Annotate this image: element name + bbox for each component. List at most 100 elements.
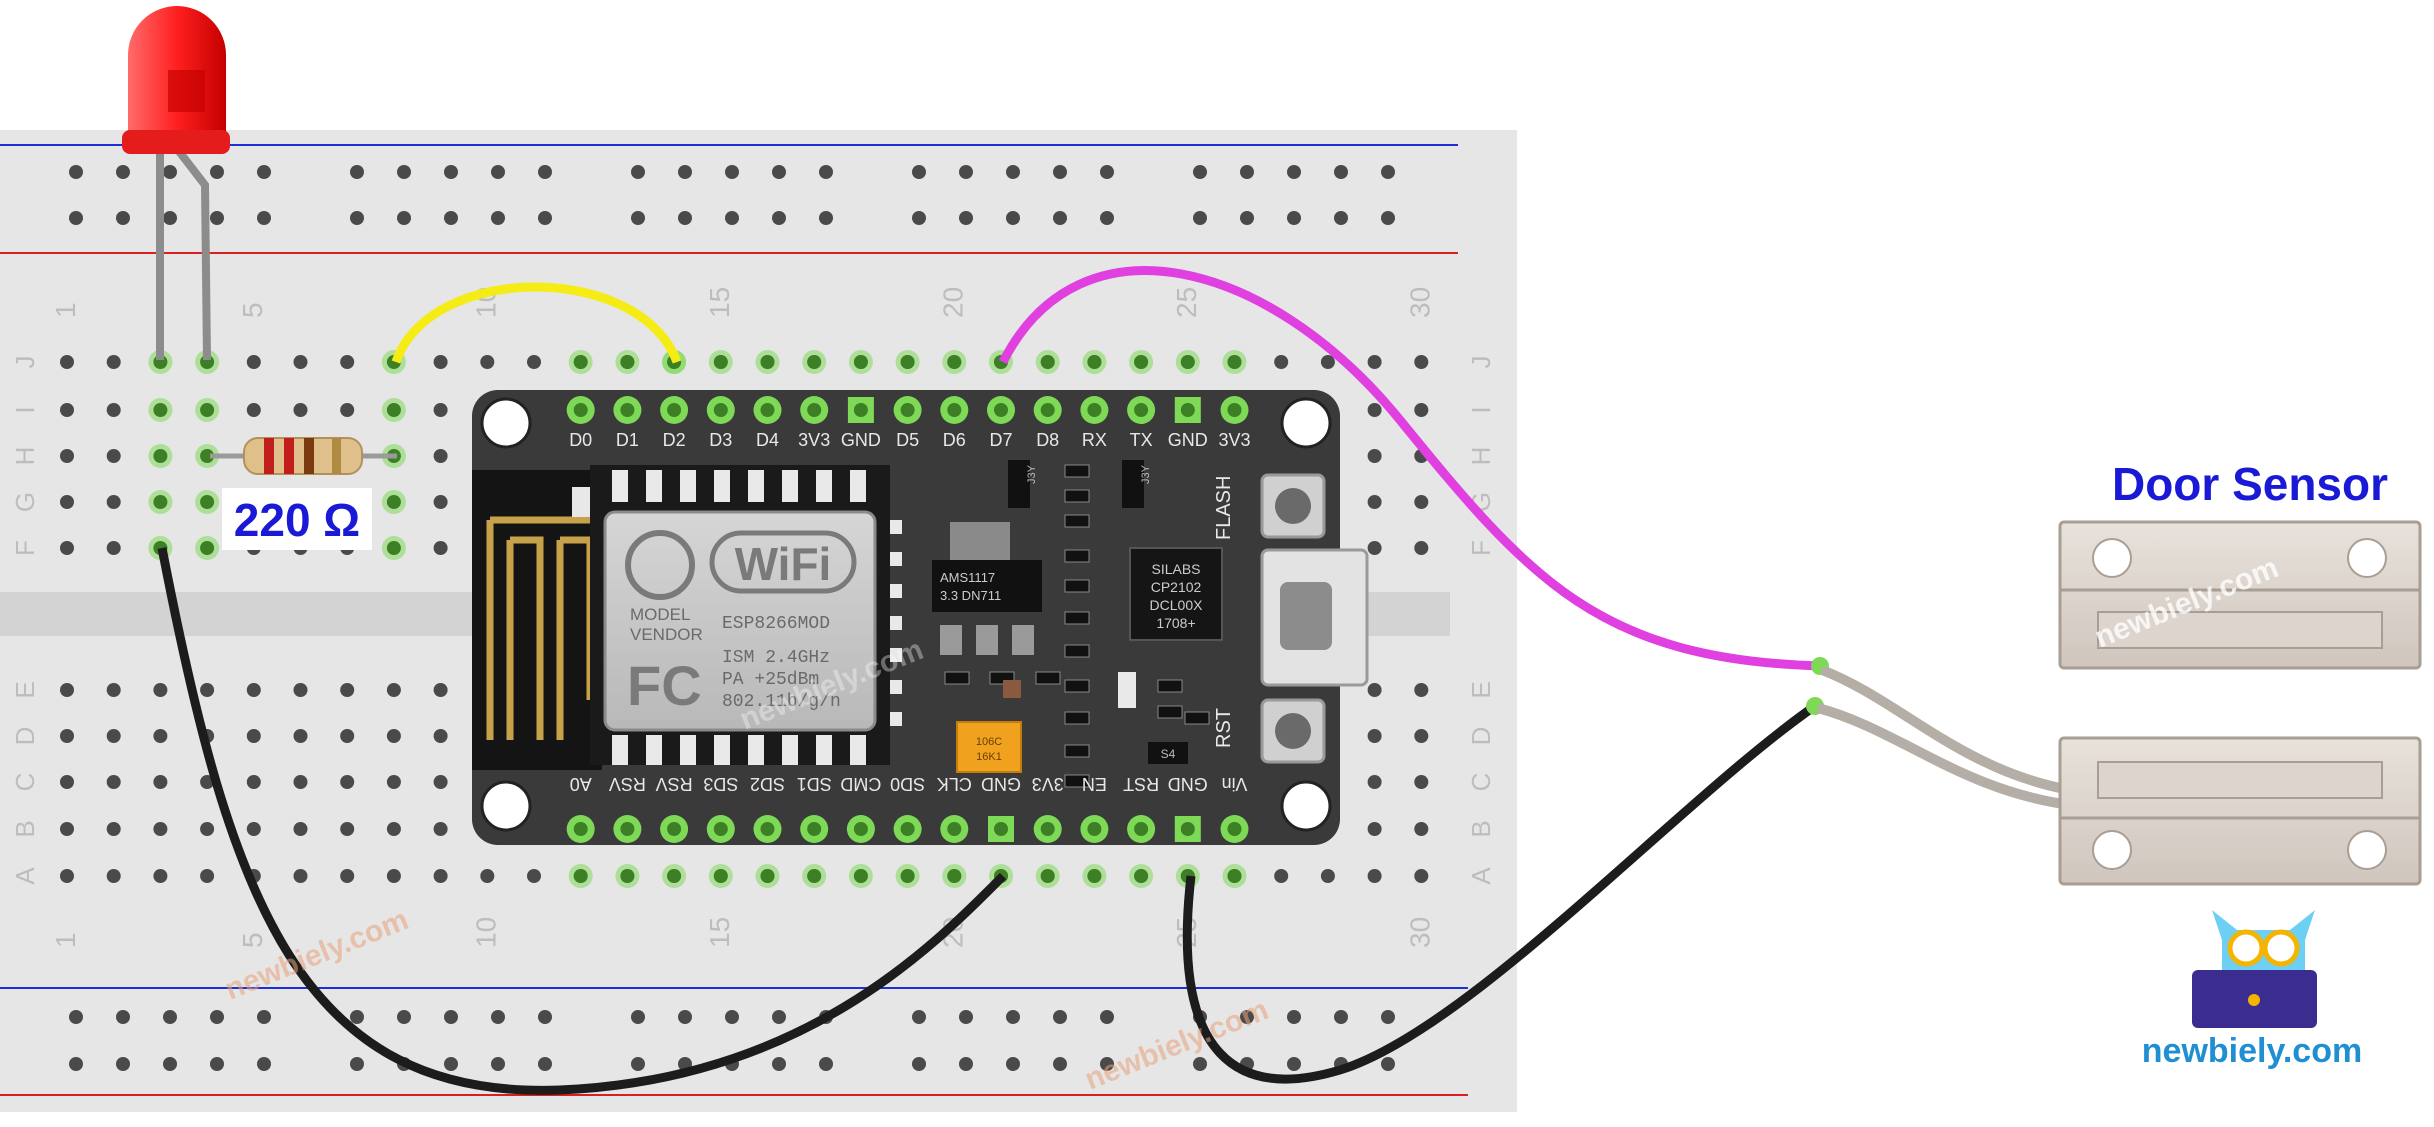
pin-label: A0 <box>570 774 592 794</box>
column-number: 15 <box>704 287 735 318</box>
rail-hole <box>1100 1010 1114 1024</box>
pin-label: D4 <box>756 430 779 450</box>
breadboard-hole <box>106 495 121 509</box>
mount-hole-top-left <box>480 397 532 449</box>
regulator-leg-2 <box>976 625 998 655</box>
breadboard-hole <box>433 775 448 789</box>
rail-hole <box>1334 165 1348 179</box>
rst-button-label: RST <box>1213 708 1235 748</box>
smd-part <box>1064 514 1090 528</box>
led-rim <box>122 130 230 154</box>
rail-hole <box>116 165 130 179</box>
pin-label: GND <box>1168 774 1208 794</box>
header-pin-hole <box>1087 403 1102 417</box>
breadboard-hole <box>620 869 635 883</box>
header-pin-hole <box>1134 403 1149 417</box>
rail-hole <box>397 165 411 179</box>
rail-hole <box>1100 165 1114 179</box>
usb-chip-text-3: DCL00X <box>1150 597 1204 613</box>
mount-hole-bottom-right <box>1280 780 1332 832</box>
rail-hole <box>116 211 130 225</box>
rail-hole <box>444 1010 458 1024</box>
rail-hole <box>772 165 786 179</box>
breadboard-hole <box>1367 683 1382 697</box>
regulator-leg-1 <box>940 625 962 655</box>
red-led <box>122 6 230 361</box>
breadboard-hole <box>386 822 401 836</box>
breadboard-hole <box>293 403 308 417</box>
column-number: 30 <box>1404 287 1435 318</box>
breadboard-hole <box>200 822 215 836</box>
rail-hole <box>1006 1010 1020 1024</box>
rail-hole <box>444 1057 458 1071</box>
pin-label: D6 <box>943 430 966 450</box>
rail-hole <box>959 165 973 179</box>
module-pin <box>680 735 696 765</box>
breadboard-hole <box>60 822 74 836</box>
smd-part <box>1064 489 1090 503</box>
row-letter: J <box>10 356 40 369</box>
sensor-magnet-slot <box>2097 611 2383 649</box>
breadboard-hole <box>1414 403 1429 417</box>
breadboard-hole <box>153 775 168 789</box>
door-sensor: Door Sensor <box>1816 458 2422 886</box>
smd-chip-s4-label: S4 <box>1161 747 1176 761</box>
breadboard-hole <box>1227 355 1242 369</box>
resistor-band-4 <box>332 438 341 474</box>
rail-hole <box>725 1010 739 1024</box>
breadboard-hole <box>1367 869 1382 883</box>
sensor-magnet-screw-left <box>2092 538 2132 578</box>
rail-hole <box>1053 211 1067 225</box>
breadboard-hole <box>1367 729 1382 743</box>
header-pin-hole <box>900 403 915 417</box>
rail-hole <box>1381 1010 1395 1024</box>
breadboard-hole <box>200 869 215 883</box>
rail-hole <box>1006 165 1020 179</box>
module-spec-line-1: ISM 2.4GHz <box>722 648 830 668</box>
pin-label: 3V3 <box>798 430 830 450</box>
header-pin-hole <box>900 822 915 836</box>
rail-hole <box>538 1057 552 1071</box>
rail-hole <box>1334 211 1348 225</box>
breadboard-hole <box>1367 495 1382 509</box>
smd-part <box>1064 744 1090 758</box>
rail-hole <box>163 1010 177 1024</box>
header-pin-hole <box>1040 403 1055 417</box>
rail-hole <box>819 1057 833 1071</box>
breadboard-hole <box>60 683 74 697</box>
row-letter: D <box>10 727 40 746</box>
owl-icon-eye-right <box>2262 929 2300 967</box>
header-pin-hole <box>760 403 775 417</box>
breadboard-hole <box>1274 355 1289 369</box>
breadboard-hole <box>293 822 308 836</box>
pin-label: Vin <box>1222 774 1248 794</box>
rail-hole <box>116 1010 130 1024</box>
rail-hole <box>819 165 833 179</box>
module-vendor-line-1: MODEL <box>630 605 690 624</box>
pin-label: RSV <box>609 774 646 794</box>
row-letter: H <box>10 447 40 466</box>
module-pin <box>714 470 730 502</box>
rail-hole <box>163 211 177 225</box>
row-letter: J <box>1466 356 1496 369</box>
rail-hole <box>69 211 83 225</box>
module-pin <box>816 470 832 502</box>
module-pin <box>850 470 866 502</box>
sensor-magnet-screw-right <box>2347 538 2387 578</box>
rail-hole <box>912 1010 926 1024</box>
breadboard-hole <box>1320 869 1335 883</box>
module-pin <box>646 470 662 502</box>
rail-hole <box>959 1010 973 1024</box>
breadboard-hole <box>153 495 168 509</box>
pin-label: CMD <box>840 774 881 794</box>
header-pin-hole <box>807 403 822 417</box>
module-pin <box>890 584 902 598</box>
rail-hole <box>725 211 739 225</box>
resistor-band-2 <box>284 438 294 474</box>
breadboard-hole <box>1274 869 1289 883</box>
pin-label: D7 <box>989 430 1012 450</box>
smd-chip-s4 <box>1148 742 1188 764</box>
resistor-band-3 <box>304 438 314 474</box>
breadboard-hole <box>1414 869 1429 883</box>
